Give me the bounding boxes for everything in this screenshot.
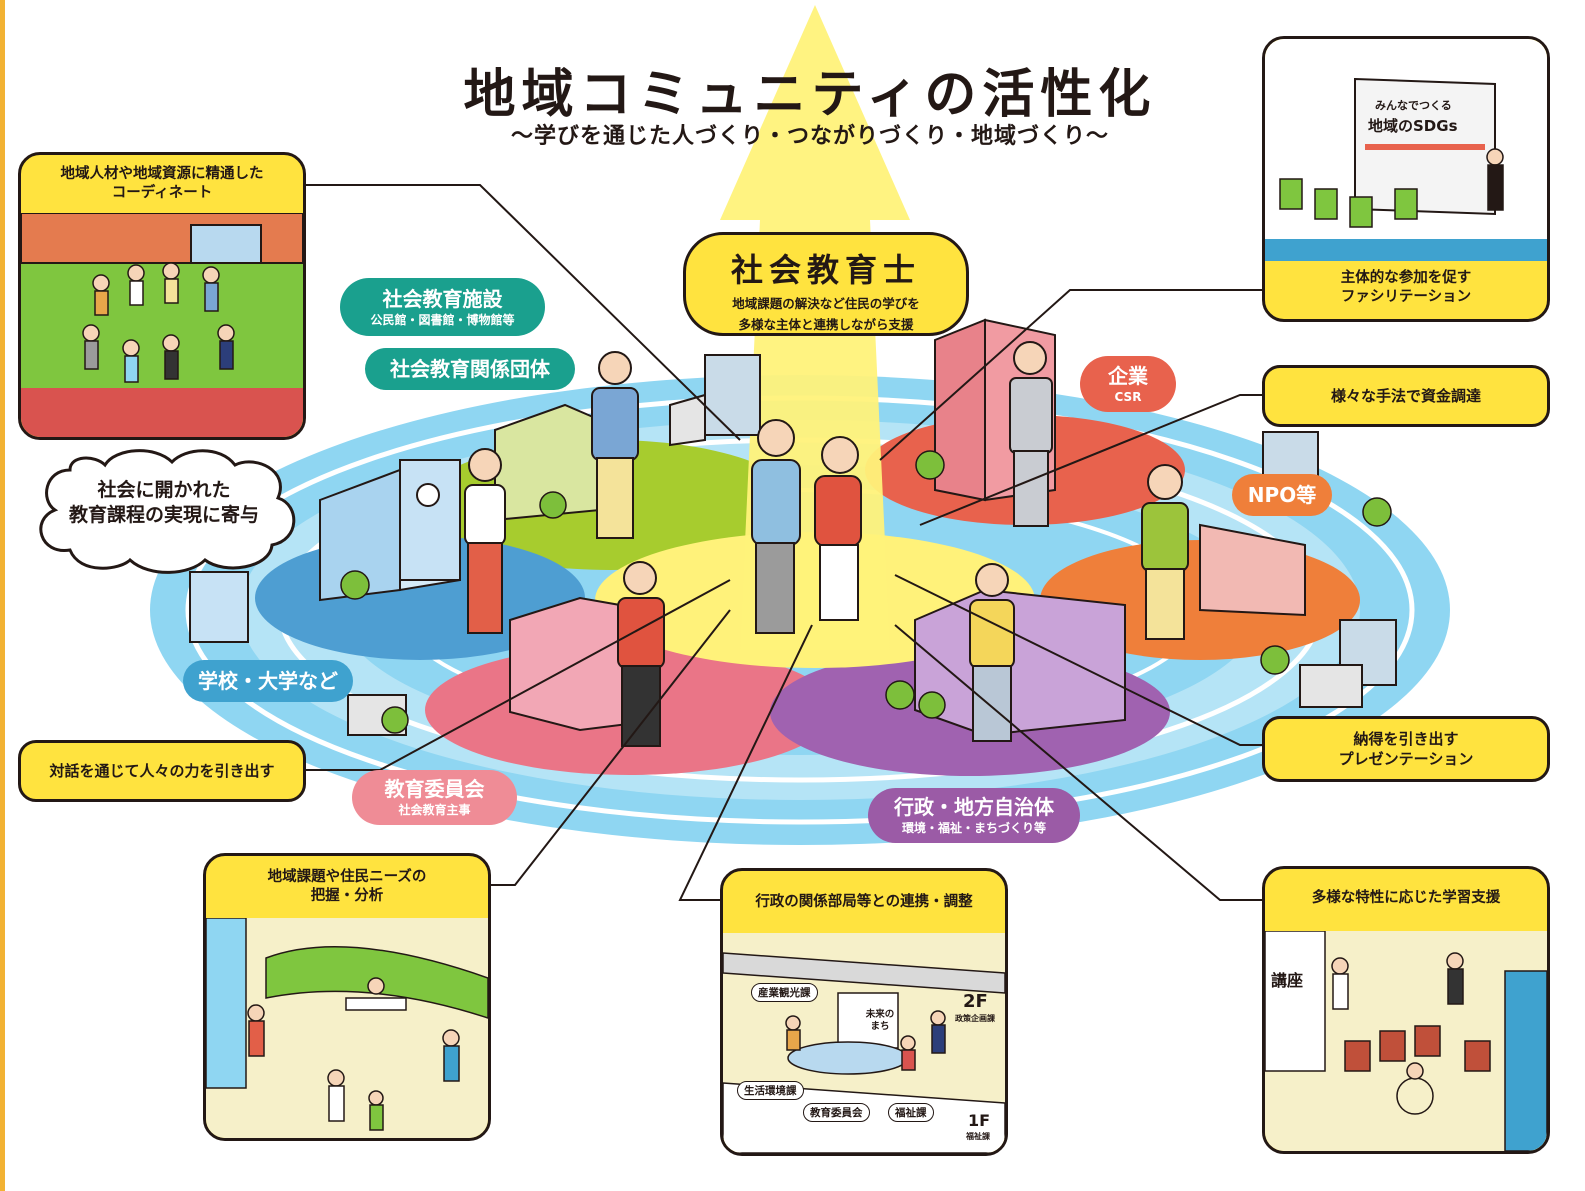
panel-analysis: 地域課題や住民ニーズの 把握・分析 — [203, 853, 491, 1141]
pill-groups: 社会教育関係団体 — [365, 348, 575, 390]
callout-dialogue: 対話を通じて人々の力を引き出す — [18, 740, 306, 802]
board-text: 未来のまち — [865, 1009, 895, 1032]
panel-facilitation-caption: 主体的な参加を促す ファシリテーション — [1340, 270, 1472, 305]
sdgs-board-line1: みんなでつくる — [1375, 99, 1452, 112]
panel-analysis-caption: 地域課題や住民ニーズの 把握・分析 — [267, 869, 427, 904]
page-subtitle: ～学びを通じた人づくり・つながりづくり・地域づくり～ — [510, 124, 1109, 149]
center-role-title: 社会教育士 — [730, 251, 921, 289]
dept-tag-welfare: 福祉課 — [888, 1103, 934, 1122]
thought-cloud — [39, 449, 296, 574]
analysis-illustration — [206, 918, 488, 1138]
dept-tag-tourism: 産業観光課 — [751, 983, 818, 1002]
floor-1f-sub: 福祉課 — [966, 1132, 990, 1141]
lecture-sign: 講座 — [1271, 971, 1304, 990]
panel-facilitation: みんなでつくる 地域のSDGs 主体的な参加を促す ファシリテーション — [1262, 36, 1550, 322]
left-edge-stripe — [0, 0, 5, 1191]
pill-government: 行政・地方自治体 環境・福祉・まちづくり等 — [868, 788, 1080, 843]
floor-1f: 1F — [968, 1111, 991, 1130]
sdgs-board-line2: 地域のSDGs — [1368, 117, 1458, 135]
center-role-desc-2: 多様な主体と連携しながら支援 — [738, 317, 914, 332]
panel-learning-support: 多様な特性に応じた学習支援 講座 — [1262, 866, 1550, 1154]
page-title: 地域コミュニティの活性化 — [463, 65, 1157, 125]
pill-company: 企業 CSR — [1080, 356, 1176, 412]
panel-learning-caption: 多様な特性に応じた学習支援 — [1311, 890, 1501, 906]
learning-illustration — [1265, 931, 1547, 1151]
panel-coordination-caption: 行政の関係部局等との連携・調整 — [755, 894, 973, 910]
center-role-desc-1: 地域課題の解決など住民の学びを — [732, 296, 920, 311]
government-building — [914, 588, 1126, 737]
callout-funding: 様々な手法で資金調達 — [1262, 365, 1550, 427]
school-building — [189, 459, 461, 643]
pill-facilities: 社会教育施設 公民館・図書館・博物館等 — [340, 278, 545, 336]
panel-coordinate-caption: 地域人材や地域資源に精通した コーディネート — [60, 166, 264, 201]
coordinate-illustration — [21, 213, 303, 437]
pill-board: 教育委員会 社会教育主事 — [352, 770, 517, 825]
facilitation-illustration — [1265, 39, 1547, 261]
pill-schools: 学校・大学など — [183, 660, 353, 702]
dept-tag-board: 教育委員会 — [803, 1103, 870, 1122]
center-role-box: 社会教育士 地域課題の解決など住民の学びを 多様な主体と連携しながら支援 — [683, 232, 969, 336]
panel-coordination: 行政の関係部局等との連携・調整 産業観光課 生活環境課 教育委員会 福祉課 未来… — [720, 868, 1008, 1156]
panel-coordinate: 地域人材や地域資源に精通した コーディネート — [18, 152, 306, 440]
pill-npo: NPO等 — [1232, 474, 1332, 516]
coordination-illustration — [723, 933, 1005, 1153]
callout-presentation: 納得を引き出す プレゼンテーション — [1262, 716, 1550, 782]
people-figures — [464, 341, 1189, 747]
npo-building — [1199, 523, 1397, 708]
cloud-text: 社会に開かれた 教育課程の実現に寄与 — [68, 479, 259, 526]
floor-2f-sub: 政策企画課 — [955, 1014, 995, 1023]
trees — [340, 450, 1392, 734]
dept-tag-environment: 生活環境課 — [737, 1081, 804, 1100]
facility-building — [494, 354, 761, 522]
floor-2f: 2F — [963, 991, 988, 1012]
